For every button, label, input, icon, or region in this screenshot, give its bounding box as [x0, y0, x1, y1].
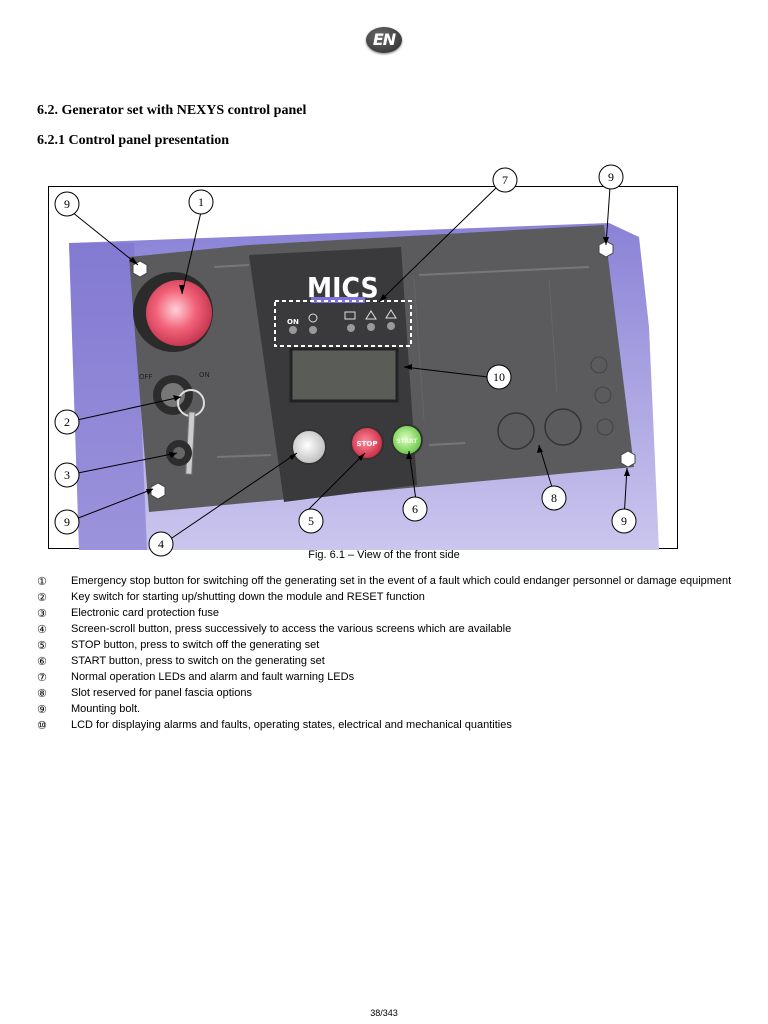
- page-number: 38/343: [370, 1008, 398, 1018]
- legend-item: ⑤ STOP button, press to switch off the ge…: [37, 639, 737, 652]
- legend-item: ⑦ Normal operation LEDs and alarm and fau…: [37, 671, 737, 684]
- key-switch-on-label: ON: [199, 371, 210, 379]
- stop-button: [350, 426, 384, 460]
- callout-4: 4: [148, 531, 174, 557]
- callout-5: 5: [298, 508, 324, 534]
- control-panel-illustration: MICS ON STOP START OFF ON: [54, 164, 659, 557]
- warning-icon: [365, 310, 377, 320]
- callout-6: 6: [402, 496, 428, 522]
- language-badge: EN: [366, 27, 402, 53]
- option-slot-right: [544, 408, 582, 446]
- engine-icon: [308, 313, 318, 323]
- legend-number: ②: [37, 591, 47, 604]
- legend-number: ⑧: [37, 687, 47, 700]
- figure-caption: Fig. 6.1 – View of the front side: [308, 549, 460, 561]
- legend-text: START button, press to switch on the gen…: [71, 655, 325, 667]
- legend-number: ⑨: [37, 703, 47, 716]
- callout-10: 10: [486, 364, 512, 390]
- legend-number: ⑦: [37, 671, 47, 684]
- svg-text:3: 3: [64, 468, 70, 482]
- callout-1: 1: [188, 189, 214, 215]
- section-heading: 6.2. Generator set with NEXYS control pa…: [37, 103, 307, 118]
- legend-item: ② Key switch for starting up/shutting dow…: [37, 591, 737, 604]
- start-button: [391, 424, 423, 456]
- option-slot-left: [497, 412, 535, 450]
- legend-number: ⑥: [37, 655, 47, 668]
- callout-9-bottom-left: 9: [54, 509, 80, 535]
- legend-number: ⑩: [37, 719, 47, 732]
- legend-text: Screen-scroll button, press successively…: [71, 623, 512, 635]
- callout-8: 8: [541, 485, 567, 511]
- led-indicator-area: [274, 300, 412, 347]
- legend-item: ⑩ LCD for displaying alarms and faults, o…: [37, 719, 737, 732]
- svg-text:9: 9: [608, 170, 614, 184]
- led-fault: [387, 322, 395, 330]
- led-alert: [309, 326, 317, 334]
- callout-3: 3: [54, 462, 80, 488]
- led-fuel: [347, 324, 355, 332]
- fuel-icon: [344, 311, 356, 320]
- section-subheading: 6.2.1 Control panel presentation: [37, 133, 229, 148]
- svg-text:8: 8: [551, 491, 557, 505]
- emergency-stop-button: [146, 280, 212, 346]
- legend-text: Electronic card protection fuse: [71, 607, 219, 619]
- legend-item: ⑥ START button, press to switch on the ge…: [37, 655, 737, 668]
- legend-item: ③ Electronic card protection fuse: [37, 607, 737, 620]
- svg-text:9: 9: [64, 515, 70, 529]
- language-badge-label: EN: [372, 30, 396, 49]
- legend-item: ① Emergency stop button for switching off…: [37, 575, 737, 588]
- svg-text:10: 10: [493, 370, 505, 384]
- svg-text:5: 5: [308, 514, 314, 528]
- led-on-label: ON: [287, 318, 299, 326]
- control-panel-figure: MICS ON STOP START OFF ON: [48, 164, 678, 557]
- callout-2: 2: [54, 409, 80, 435]
- fault-icon: [385, 309, 397, 319]
- svg-text:1: 1: [198, 195, 204, 209]
- stop-button-label: STOP: [357, 440, 378, 448]
- svg-text:2: 2: [64, 415, 70, 429]
- legend-list: ① Emergency stop button for switching off…: [37, 575, 737, 735]
- mounting-bolt-bottom-right: [620, 450, 636, 468]
- led-on: [289, 326, 297, 334]
- mounting-bolt-top-left: [132, 260, 148, 278]
- legend-text: Normal operation LEDs and alarm and faul…: [71, 671, 355, 683]
- legend-text: Key switch for starting up/shutting down…: [71, 591, 425, 603]
- svg-text:9: 9: [64, 197, 70, 211]
- svg-text:4: 4: [158, 537, 164, 551]
- legend-number: ⑤: [37, 639, 47, 652]
- mounting-bolt-bottom-left: [150, 482, 166, 500]
- legend-item: ④ Screen-scroll button, press successivel…: [37, 623, 737, 636]
- legend-text: LCD for displaying alarms and faults, op…: [71, 719, 512, 731]
- callout-9-top-right: 9: [598, 164, 624, 190]
- svg-text:9: 9: [621, 514, 627, 528]
- start-button-label: START: [396, 438, 418, 445]
- led-alarm: [367, 323, 375, 331]
- legend-number: ③: [37, 607, 47, 620]
- legend-number: ④: [37, 623, 47, 636]
- svg-text:7: 7: [502, 173, 508, 187]
- legend-text: Slot reserved for panel fascia options: [71, 687, 252, 699]
- svg-text:6: 6: [412, 502, 418, 516]
- legend-text: Mounting bolt.: [71, 703, 141, 715]
- callout-9-top-left: 9: [54, 191, 80, 217]
- legend-number: ①: [37, 575, 47, 588]
- lcd-screen: [289, 347, 399, 403]
- legend-item: ⑨ Mounting bolt.: [37, 703, 737, 716]
- callout-7: 7: [492, 167, 518, 193]
- legend-item: ⑧ Slot reserved for panel fascia options: [37, 687, 737, 700]
- legend-text: Emergency stop button for switching off …: [71, 575, 732, 587]
- legend-text: STOP button, press to switch off the gen…: [71, 639, 320, 651]
- key-switch-off-label: OFF: [139, 373, 153, 381]
- scroll-button: [291, 429, 327, 465]
- callout-9-bottom-right: 9: [611, 508, 637, 534]
